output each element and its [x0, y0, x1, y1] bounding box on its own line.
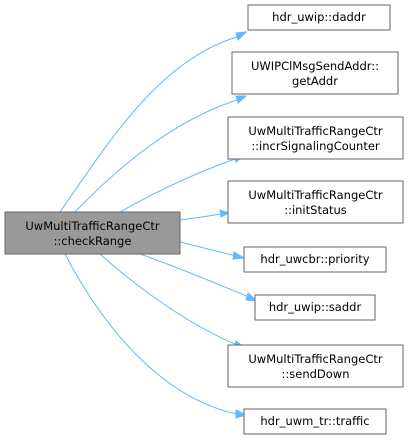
callee-node-traffic-label: hdr_uwm_tr::traffic: [260, 414, 369, 428]
edge-traffic: [64, 253, 238, 415]
edge-senddown: [99, 253, 238, 346]
callee-node-senddown-label-line1: UwMultiTrafficRangeCtr: [248, 352, 382, 366]
edge-getaddr-arrow: [235, 95, 248, 104]
callee-node-initstatus-box: [227, 180, 404, 224]
callee-node-incrsignalingcounter-box: [227, 116, 404, 160]
callee-node-senddown-label-line2: ::sendDown: [282, 367, 350, 381]
root-node-label-line1: UwMultiTrafficRangeCtr: [25, 219, 159, 233]
edge-saddr: [139, 253, 250, 298]
edge-initstatus: [179, 213, 222, 221]
callee-node-traffic[interactable]: hdr_uwm_tr::traffic: [243, 408, 387, 435]
edge-priority: [179, 241, 237, 257]
edge-daddr: [59, 36, 238, 213]
callee-node-getaddr-label-line1: UWIPClMsgSendAddr::: [251, 59, 379, 73]
callee-node-daddr-box: [247, 4, 391, 31]
edge-priority-arrow: [232, 251, 246, 260]
callee-node-incrsignalingcounter-label-line2: ::incrSignalingCounter: [251, 139, 380, 153]
callee-node-initstatus-label-line1: UwMultiTrafficRangeCtr: [248, 188, 382, 202]
callee-node-traffic-box: [243, 408, 387, 435]
callee-node-priority[interactable]: hdr_uwcbr::priority: [243, 246, 387, 273]
callee-node-senddown[interactable]: UwMultiTrafficRangeCtr ::sendDown: [227, 344, 404, 388]
callee-node-getaddr[interactable]: UWIPClMsgSendAddr:: getAddr: [231, 51, 399, 95]
callee-node-incrsignalingcounter[interactable]: UwMultiTrafficRangeCtr ::incrSignalingCo…: [227, 116, 404, 160]
callee-node-getaddr-box: [231, 51, 399, 95]
callee-node-saddr-box: [254, 294, 376, 321]
callee-node-getaddr-label-line2: getAddr: [292, 74, 338, 88]
edge-daddr-arrow: [235, 31, 248, 41]
callee-node-senddown-box: [227, 344, 404, 388]
root-node-checkrange[interactable]: UwMultiTrafficRangeCtr ::checkRange: [4, 211, 181, 255]
edge-getaddr: [74, 99, 238, 213]
callee-node-initstatus-label-line2: ::initStatus: [284, 203, 347, 217]
callee-node-initstatus[interactable]: UwMultiTrafficRangeCtr ::initStatus: [227, 180, 404, 224]
root-node-box: [4, 211, 181, 255]
edge-traffic-arrow: [235, 409, 248, 419]
callee-node-daddr-label: hdr_uwip::daddr: [272, 10, 366, 24]
edge-initstatus-arrow: [219, 209, 231, 218]
callee-node-priority-label: hdr_uwcbr::priority: [260, 252, 369, 266]
callee-node-daddr[interactable]: hdr_uwip::daddr: [247, 4, 391, 31]
callee-node-saddr-label: hdr_uwip::saddr: [269, 300, 362, 314]
callee-node-saddr[interactable]: hdr_uwip::saddr: [254, 294, 376, 321]
callee-node-incrsignalingcounter-label-line1: UwMultiTrafficRangeCtr: [248, 124, 382, 138]
callee-node-priority-box: [243, 246, 387, 273]
edge-incrsignalingcounter: [119, 158, 236, 213]
edge-saddr-arrow: [245, 292, 259, 302]
root-node-label-line2: ::checkRange: [54, 234, 132, 248]
